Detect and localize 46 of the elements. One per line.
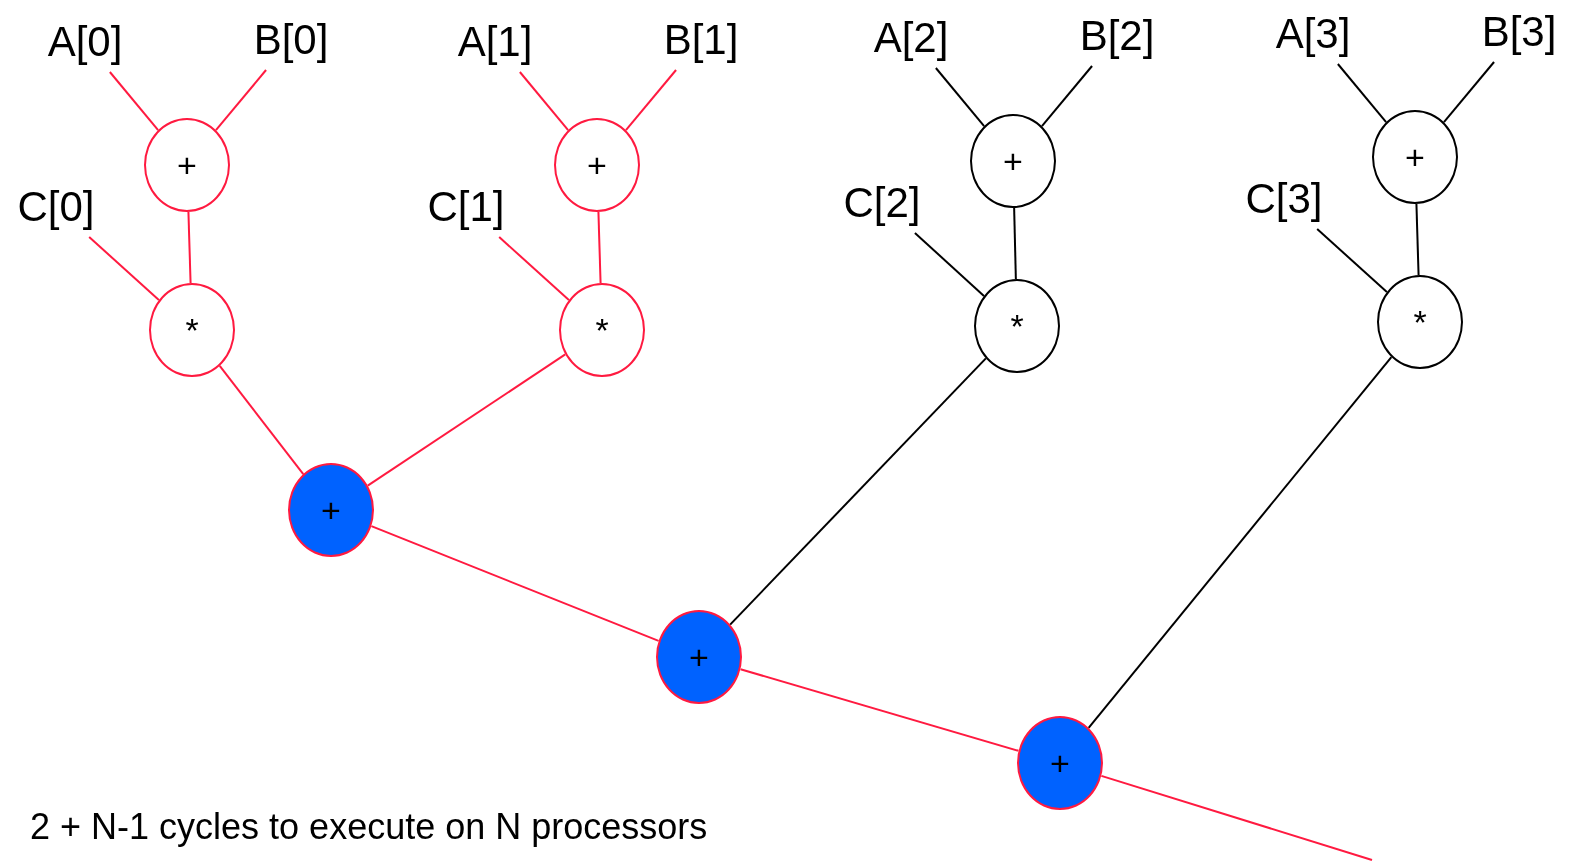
connector-line (1040, 65, 1094, 128)
variable-label: C[3] (1236, 175, 1332, 223)
variable-label: B[2] (1069, 12, 1165, 60)
connector-line (108, 71, 160, 132)
connector-line (498, 236, 570, 302)
variable-label: A[0] (37, 18, 133, 66)
variable-label: B[1] (653, 16, 749, 64)
connector-line (370, 525, 660, 642)
operator-node: + (1372, 110, 1458, 204)
connector-line (729, 357, 987, 626)
connector-line (1415, 202, 1420, 277)
operator-node: * (1377, 275, 1463, 369)
operator-node: * (149, 283, 235, 377)
variable-label: A[3] (1265, 10, 1361, 58)
connector-line (218, 364, 305, 476)
connector-line (934, 67, 986, 128)
accumulator-node: + (1017, 716, 1103, 810)
variable-label: C[1] (418, 183, 514, 231)
variable-label: B[0] (243, 16, 339, 64)
connector-line (624, 69, 678, 132)
connector-line (1087, 356, 1393, 729)
variable-label: B[3] (1471, 8, 1567, 56)
connector-line (187, 210, 192, 285)
connector-line (214, 69, 268, 132)
operator-node: * (559, 283, 645, 377)
operator-node: + (970, 114, 1056, 208)
caption: 2 + N-1 cycles to execute on N processors (30, 806, 708, 848)
connector-line (1316, 228, 1388, 294)
connector-line (1442, 61, 1496, 124)
connector-line (913, 232, 985, 297)
connector-line (1336, 63, 1388, 124)
connector-line (518, 71, 570, 132)
variable-label: C[2] (834, 179, 930, 227)
connector-line (1100, 774, 1373, 861)
accumulator-node: + (656, 610, 742, 704)
connector-line (88, 236, 160, 302)
variable-label: A[2] (863, 14, 959, 62)
accumulator-node: + (288, 463, 374, 557)
connector-line (597, 210, 602, 285)
connector-line (739, 668, 1020, 752)
variable-label: A[1] (447, 18, 543, 66)
operator-node: + (554, 118, 640, 212)
connector-line (1013, 207, 1017, 280)
variable-label: C[0] (8, 183, 104, 231)
operator-node: + (144, 118, 230, 212)
operator-node: * (974, 279, 1060, 373)
